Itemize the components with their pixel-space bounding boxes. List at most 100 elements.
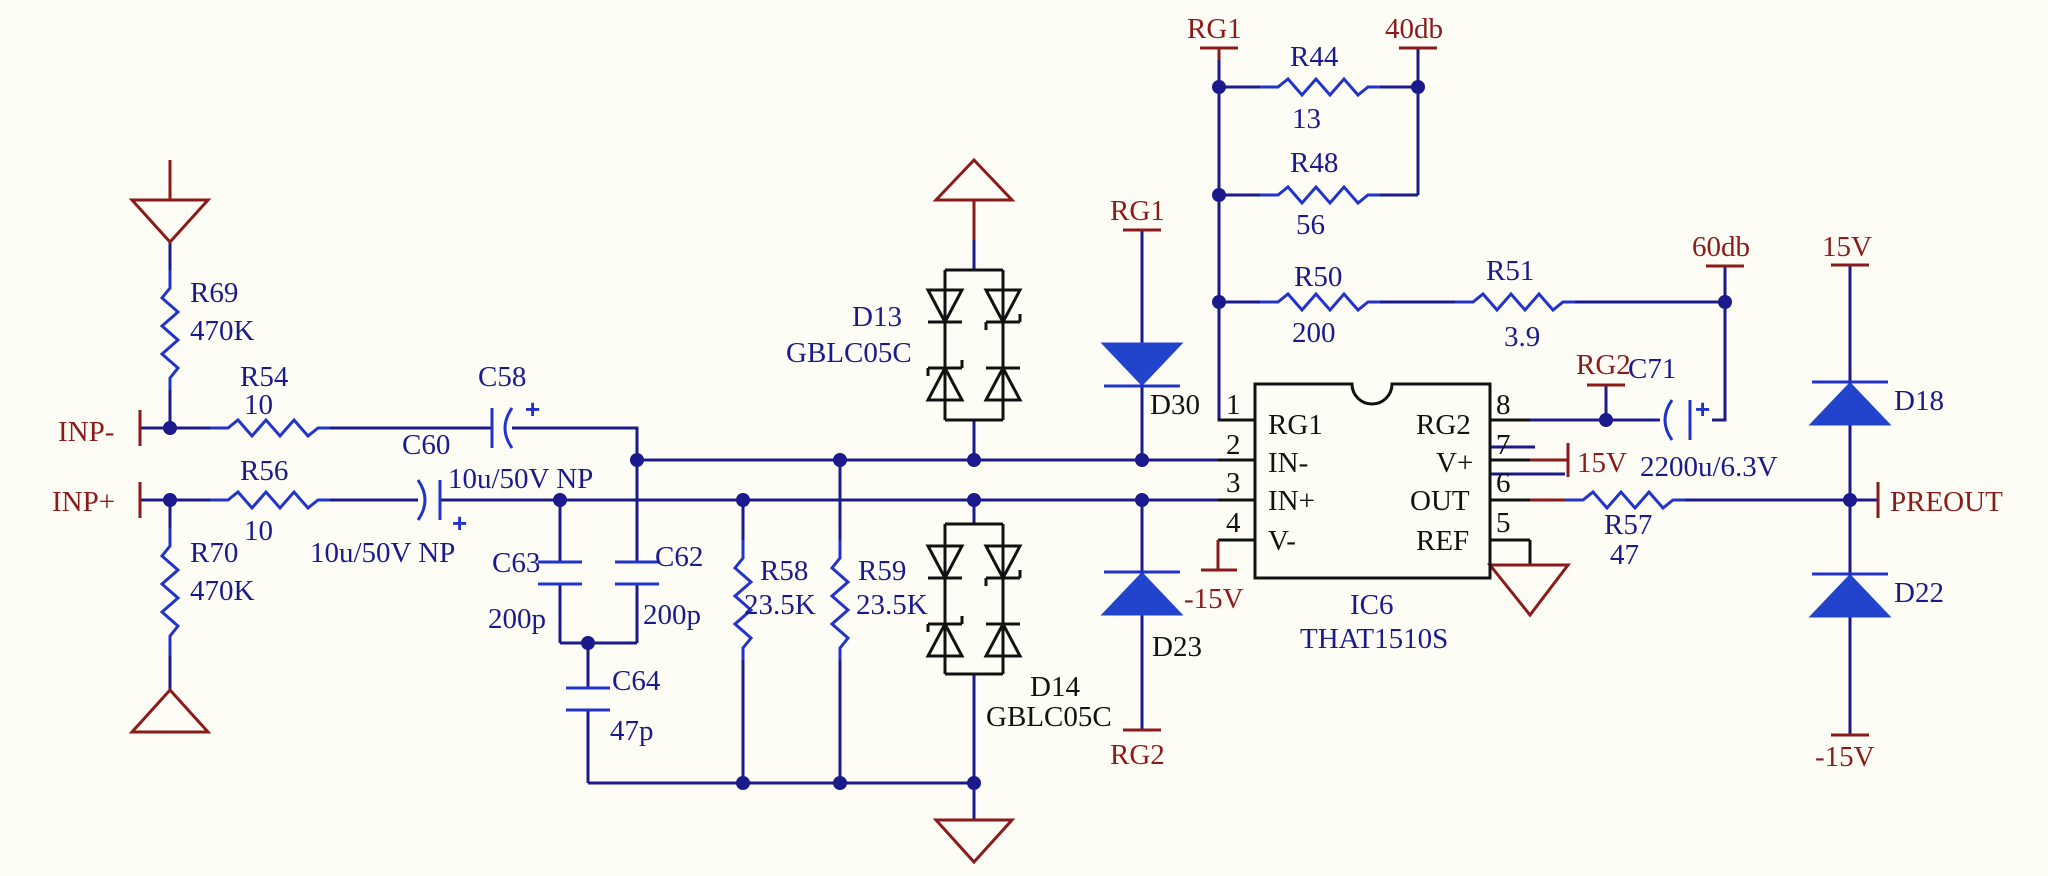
net-label-60db: 60db bbox=[1692, 231, 1750, 263]
capacitor-C63 bbox=[538, 560, 582, 586]
ground-symbol-top-tvs bbox=[932, 157, 1016, 240]
ic-pin-number-3: 3 bbox=[1226, 467, 1241, 499]
label-R44-ref: R44 bbox=[1290, 41, 1339, 73]
label-D14-value: GBLC05C bbox=[986, 701, 1112, 733]
net-label-rg2-pin8: RG2 bbox=[1576, 349, 1631, 381]
label-D13-value: GBLC05C bbox=[786, 337, 912, 369]
diode-D30 bbox=[1100, 342, 1184, 388]
net-label-15v-right: 15V bbox=[1822, 231, 1872, 263]
net-label-rg1-top: RG1 bbox=[1187, 13, 1242, 45]
label-D14-ref: D14 bbox=[1030, 671, 1080, 703]
ic-pin-name-8: RG2 bbox=[1416, 409, 1471, 441]
ic-pin-number-5: 5 bbox=[1496, 507, 1511, 539]
component-labels: R69 470K R70 470K R54 10 R56 10 C58 10u/… bbox=[190, 41, 1944, 747]
label-R57-value: 47 bbox=[1610, 539, 1639, 571]
label-R48-ref: R48 bbox=[1290, 147, 1338, 179]
label-C71-ref: C71 bbox=[1628, 353, 1676, 385]
ic-pin-name-4: V- bbox=[1268, 525, 1296, 557]
label-D30-ref: D30 bbox=[1150, 389, 1200, 421]
label-C71-value: 2200u/6.3V bbox=[1640, 451, 1778, 483]
diode-D22 bbox=[1808, 572, 1892, 618]
label-C60-ref: C60 bbox=[402, 429, 450, 461]
resistor-R58 bbox=[732, 540, 754, 660]
ground-symbol-top-left bbox=[128, 160, 212, 245]
ic-pin-name-1: RG1 bbox=[1268, 409, 1323, 441]
resistor-R54 bbox=[210, 417, 330, 439]
ic-pin-number-8: 8 bbox=[1496, 389, 1511, 421]
ic-pins: 1 RG1 2 IN- 3 IN+ 4 V- 8 RG2 7 V+ 6 OUT … bbox=[1226, 389, 1511, 557]
capacitor-C58 bbox=[490, 407, 514, 449]
label-R51-value: 3.9 bbox=[1504, 321, 1540, 353]
label-R59-ref: R59 bbox=[858, 555, 906, 587]
ground-symbols bbox=[128, 157, 1572, 865]
capacitor-C62 bbox=[615, 560, 659, 586]
label-C60-value: 10u/50V NP bbox=[310, 537, 455, 569]
wires bbox=[140, 48, 1878, 820]
ic-pin-number-4: 4 bbox=[1226, 507, 1241, 539]
junction-dots bbox=[163, 80, 1857, 790]
label-IC6-ref: IC6 bbox=[1350, 589, 1394, 621]
label-C63-value: 200p bbox=[488, 603, 546, 635]
label-C62-ref: C62 bbox=[655, 541, 703, 573]
ic-pin-name-3: IN+ bbox=[1268, 485, 1315, 517]
ic-pin-name-7: V+ bbox=[1436, 447, 1473, 479]
ground-symbol-ref bbox=[1486, 563, 1572, 618]
net-label-40db: 40db bbox=[1385, 13, 1443, 45]
polarity-mark-C71: + bbox=[1695, 394, 1710, 424]
net-label-15v-ic: 15V bbox=[1577, 447, 1627, 479]
label-C58-ref: C58 bbox=[478, 361, 526, 393]
label-R51-ref: R51 bbox=[1486, 255, 1534, 287]
ic-pin-number-7: 7 bbox=[1496, 429, 1511, 461]
ic-pin-name-6: OUT bbox=[1410, 485, 1470, 517]
label-C58-value: 10u/50V NP bbox=[448, 463, 593, 495]
label-D18-ref: D18 bbox=[1894, 385, 1944, 417]
resistor-R57 bbox=[1565, 489, 1685, 511]
polarity-mark-C60: + bbox=[452, 508, 467, 538]
label-D23-ref: D23 bbox=[1152, 631, 1202, 663]
ic-pin-name-2: IN- bbox=[1268, 447, 1308, 479]
ic-pin-stubs bbox=[1216, 418, 1568, 570]
net-labels: INP- INP+ PREOUT RG1 RG1 RG2 RG2 40db 60… bbox=[52, 13, 2003, 773]
resistors bbox=[159, 76, 1685, 660]
label-R59-value: 23.5K bbox=[856, 589, 928, 621]
ground-symbol-bottom-left bbox=[128, 687, 212, 734]
label-C64-ref: C64 bbox=[612, 665, 661, 697]
capacitor-C64 bbox=[566, 686, 610, 712]
label-C62-value: 200p bbox=[643, 599, 701, 631]
label-R70-ref: R70 bbox=[190, 537, 238, 569]
tvs-array-D14 bbox=[925, 522, 1023, 676]
net-label-preout: PREOUT bbox=[1890, 486, 2003, 518]
label-D13-ref: D13 bbox=[852, 301, 902, 333]
tvs-array-D13 bbox=[925, 268, 1023, 422]
label-R58-value: 23.5K bbox=[744, 589, 816, 621]
diode-D18 bbox=[1808, 380, 1892, 426]
ic-IC6-body bbox=[1253, 382, 1492, 580]
net-label-neg15v-right: -15V bbox=[1815, 741, 1875, 773]
label-IC6-value: THAT1510S bbox=[1300, 623, 1448, 655]
polarity-mark-C58: + bbox=[525, 394, 540, 424]
net-label-neg15v-ic: -15V bbox=[1184, 583, 1244, 615]
label-R70-value: 470K bbox=[190, 575, 255, 607]
diodes bbox=[1100, 342, 1892, 618]
capacitor-C60 bbox=[416, 479, 442, 521]
label-R57-ref: R57 bbox=[1604, 509, 1652, 541]
resistor-R44 bbox=[1260, 76, 1380, 98]
resistor-R69 bbox=[159, 270, 181, 390]
net-label-rg1-d30: RG1 bbox=[1110, 195, 1165, 227]
resistor-R59 bbox=[829, 540, 851, 660]
label-R56-value: 10 bbox=[244, 515, 273, 547]
label-R54-value: 10 bbox=[244, 389, 273, 421]
label-R56-ref: R56 bbox=[240, 455, 288, 487]
label-R48-value: 56 bbox=[1296, 209, 1325, 241]
label-R58-ref: R58 bbox=[760, 555, 808, 587]
net-ports bbox=[138, 46, 1880, 737]
ic-pin-number-6: 6 bbox=[1496, 467, 1511, 499]
resistor-R48 bbox=[1260, 184, 1380, 206]
ground-symbol-bottom-tvs bbox=[932, 818, 1016, 865]
label-R50-ref: R50 bbox=[1294, 261, 1342, 293]
ic-pin-name-5: REF bbox=[1416, 525, 1469, 557]
resistor-R50 bbox=[1260, 291, 1380, 313]
resistor-R56 bbox=[210, 489, 330, 511]
label-C64-value: 47p bbox=[610, 715, 654, 747]
